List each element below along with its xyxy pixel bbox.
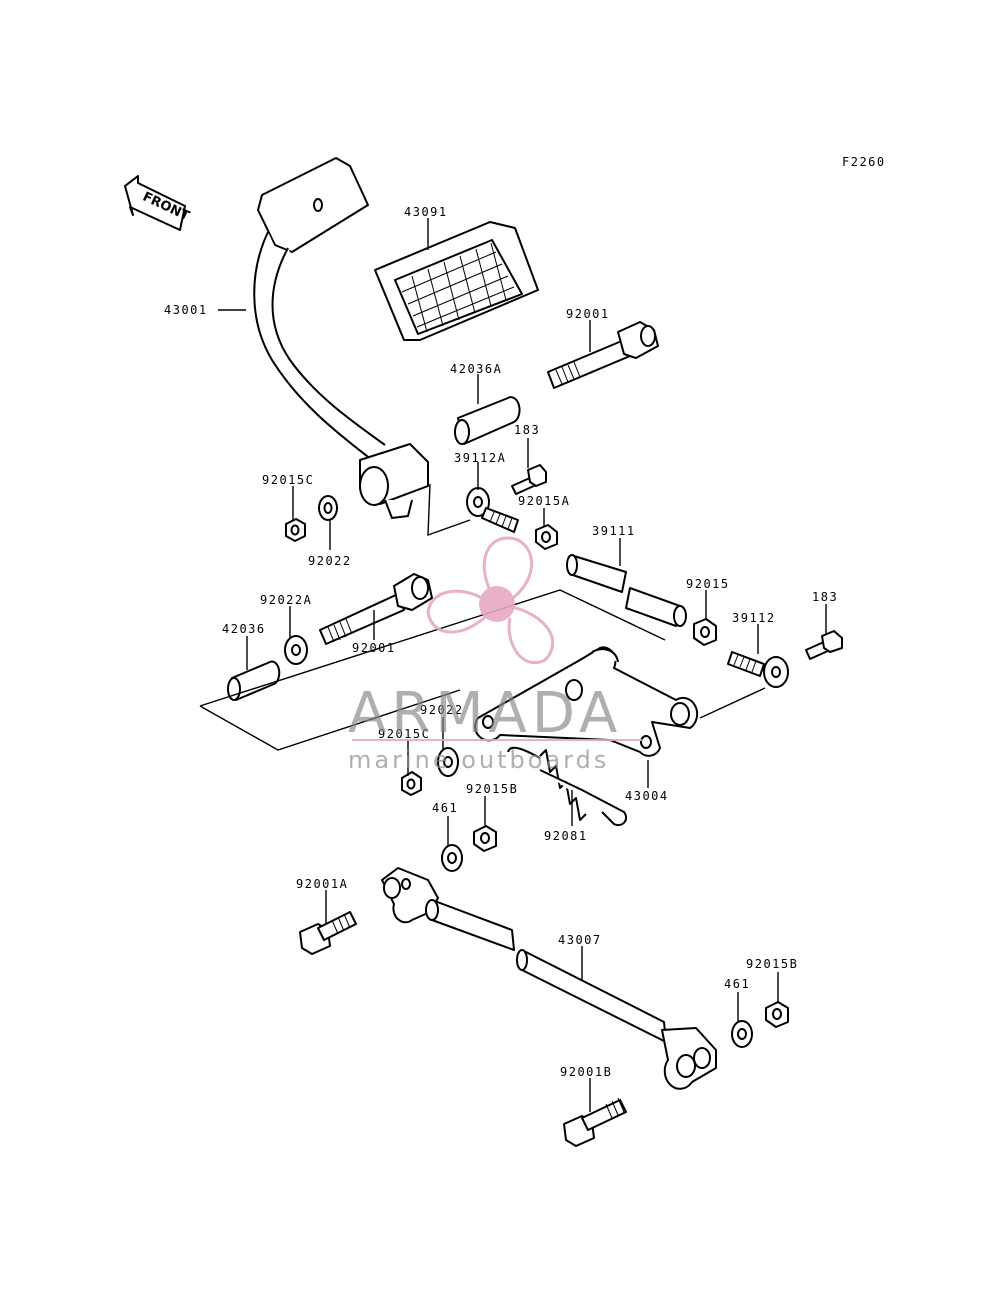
nut-92015A xyxy=(535,524,558,550)
label-92001A: 92001A xyxy=(296,877,348,891)
label-92015: 92015 xyxy=(686,577,730,591)
collar-42036A xyxy=(454,396,521,445)
label-92015C-mid: 92015C xyxy=(378,727,430,741)
label-92001B: 92001B xyxy=(560,1065,612,1079)
figure-code: F2260 xyxy=(842,155,886,169)
label-92022A: 92022A xyxy=(260,593,312,607)
part-labels: 43001 43091 92001 42036A 183 39112A 9201… xyxy=(164,205,838,1079)
watermark-brand: ARMADA xyxy=(348,681,622,746)
washer-461-right xyxy=(731,1020,753,1048)
label-92015B-mid: 92015B xyxy=(466,782,518,796)
nut-92015 xyxy=(693,618,717,646)
brake-pedal-arm xyxy=(253,157,429,519)
nut-92015C-top xyxy=(285,518,306,542)
label-92022-mid: 92022 xyxy=(420,703,464,717)
brake-lever-43004 xyxy=(474,646,699,757)
label-39111: 39111 xyxy=(592,524,636,538)
pedal-rubber-pad xyxy=(374,221,539,341)
washer-461-mid xyxy=(441,844,463,872)
small-bolt-183-top xyxy=(511,464,547,495)
label-43004: 43004 xyxy=(625,789,669,803)
label-183-top: 183 xyxy=(514,423,540,437)
label-92001-top: 92001 xyxy=(566,307,610,321)
pivot-bolt-mid xyxy=(319,573,433,645)
rod-end-39112A xyxy=(466,487,519,533)
nut-92015B-right xyxy=(765,1001,789,1028)
label-92001-mid: 92001 xyxy=(352,641,396,655)
pivot-bolt-top xyxy=(547,321,659,389)
return-spring-92081 xyxy=(507,746,628,826)
brake-rod-43007 xyxy=(381,867,717,1090)
label-92015B-right: 92015B xyxy=(746,957,798,971)
washer-92022-top xyxy=(318,495,338,521)
label-43091: 43091 xyxy=(404,205,448,219)
rod-end-39112 xyxy=(727,651,789,688)
nut-92015B-mid xyxy=(473,825,497,852)
clevis-bolt-92001A xyxy=(299,911,357,955)
propeller-logo xyxy=(426,536,555,664)
label-43001: 43001 xyxy=(164,303,208,317)
leader-lines xyxy=(218,218,827,1112)
watermark: ARMADA marine outboards xyxy=(348,536,642,774)
label-42036A: 42036A xyxy=(450,362,502,376)
label-39112: 39112 xyxy=(732,611,776,625)
label-92022-top: 92022 xyxy=(308,554,352,568)
label-183-right: 183 xyxy=(812,590,838,604)
label-92015A: 92015A xyxy=(518,494,570,508)
watermark-tagline: marine outboards xyxy=(348,746,609,774)
shaft-39111 xyxy=(566,554,687,627)
label-92015C-top: 92015C xyxy=(262,473,314,487)
label-42036: 42036 xyxy=(222,622,266,636)
label-461-right: 461 xyxy=(724,977,750,991)
nut-92015C-mid xyxy=(401,771,422,796)
washer-92022A xyxy=(284,635,308,665)
small-bolt-183-right xyxy=(805,630,843,660)
washer-92022-mid xyxy=(437,747,459,777)
label-461-mid: 461 xyxy=(432,801,458,815)
label-39112A: 39112A xyxy=(454,451,506,465)
clevis-bolt-92001B xyxy=(563,1097,627,1147)
label-43007: 43007 xyxy=(558,933,602,947)
front-arrow-icon: FRONT xyxy=(124,175,192,231)
label-92081: 92081 xyxy=(544,829,588,843)
